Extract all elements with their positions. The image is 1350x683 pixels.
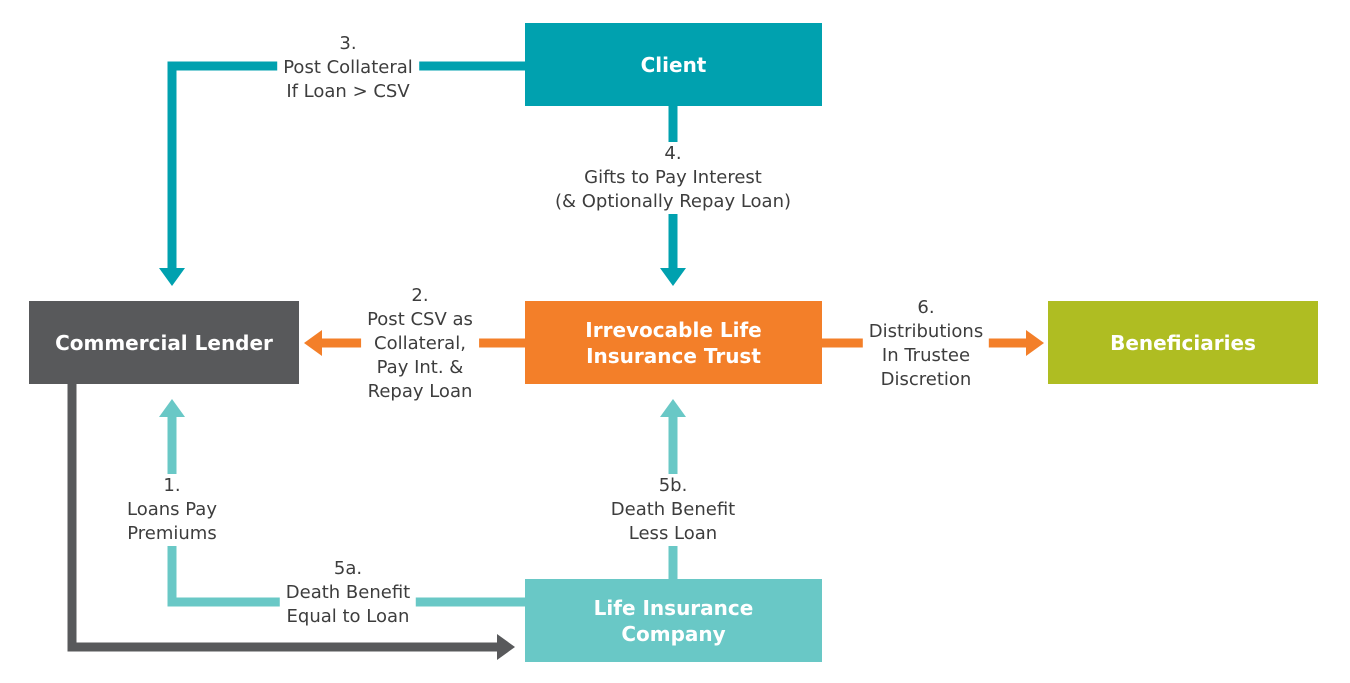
insurer-label-line2: Company xyxy=(621,621,726,646)
arrowhead-client-to-lender xyxy=(159,268,185,286)
edge-2-number: 2. xyxy=(411,285,429,306)
edge-label-5b: 5b. Death Benefit Less Loan xyxy=(604,474,742,546)
edge-2-line3: Pay Int. & xyxy=(376,357,464,378)
edge-2-line1: Post CSV as xyxy=(367,309,473,330)
edge-3-number: 3. xyxy=(339,33,357,54)
edge-label-6: 6. Distributions In Trustee Discretion xyxy=(862,296,990,392)
edge-2-line2: Collateral, xyxy=(374,333,466,354)
edge-5b-number: 5b. xyxy=(658,475,688,496)
arrowhead-lender-to-insurer xyxy=(497,634,515,660)
edge-3-line2: If Loan > CSV xyxy=(286,81,410,102)
client-label: Client xyxy=(640,52,707,77)
beneficiaries-label: Beneficiaries xyxy=(1110,330,1256,355)
edge-6-line1: Distributions xyxy=(868,321,984,342)
edge-1-line1: Loans Pay xyxy=(127,499,217,520)
edge-6-line3: Discretion xyxy=(880,369,972,390)
trust-node: Irrevocable Life Insurance Trust xyxy=(525,301,822,384)
life-insurance-company-node: Life Insurance Company xyxy=(525,579,822,662)
arrowhead-insurer-to-trust xyxy=(660,399,686,417)
edge-label-3: 3. Post Collateral If Loan > CSV xyxy=(277,32,419,104)
commercial-lender-label: Commercial Lender xyxy=(55,330,273,355)
edge-6-line2: In Trustee xyxy=(881,345,971,366)
trust-label-line2: Insurance Trust xyxy=(586,343,761,368)
edge-4-line2: (& Optionally Repay Loan) xyxy=(554,191,792,212)
client-node: Client xyxy=(525,23,822,106)
beneficiaries-node: Beneficiaries xyxy=(1048,301,1318,384)
edge-label-2: 2. Post CSV as Collateral, Pay Int. & Re… xyxy=(361,284,479,404)
edge-3-line1: Post Collateral xyxy=(283,57,413,78)
edge-5b-line2: Less Loan xyxy=(628,523,718,544)
arrowhead-trust-to-beneficiaries xyxy=(1026,330,1044,356)
edge-6-number: 6. xyxy=(917,297,935,318)
edge-1-line2: Premiums xyxy=(127,523,217,544)
arrowhead-client-to-trust xyxy=(660,268,686,286)
arrowhead-trust-to-lender xyxy=(304,330,322,356)
edge-label-4: 4. Gifts to Pay Interest (& Optionally R… xyxy=(548,142,798,214)
arrowhead-insurer-to-lender xyxy=(159,399,185,417)
commercial-lender-node: Commercial Lender xyxy=(29,301,299,384)
edge-5b-line1: Death Benefit xyxy=(610,499,736,520)
edge-label-1: 1. Loans Pay Premiums xyxy=(121,474,223,546)
edge-1-number: 1. xyxy=(163,475,181,496)
edge-2-line4: Repay Loan xyxy=(367,381,473,402)
edge-4-number: 4. xyxy=(664,143,682,164)
connector-lender-to-insurer xyxy=(67,384,500,652)
edge-5a-number: 5a. xyxy=(333,558,363,579)
edge-label-5a: 5a. Death Benefit Equal to Loan xyxy=(279,557,417,629)
insurer-label-line1: Life Insurance xyxy=(593,595,754,620)
edge-4-line1: Gifts to Pay Interest xyxy=(584,167,762,188)
edge-5a-line2: Equal to Loan xyxy=(286,606,410,627)
trust-label-line1: Irrevocable Life xyxy=(585,317,762,342)
edge-5a-line1: Death Benefit xyxy=(285,582,411,603)
